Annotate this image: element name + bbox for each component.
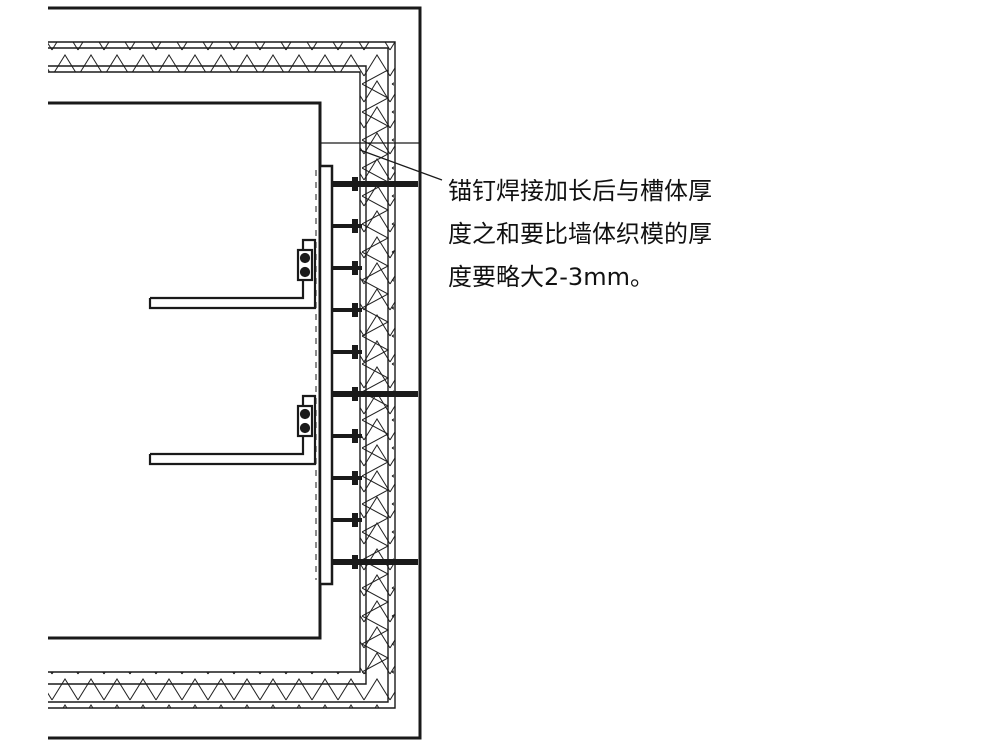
anchor-stud-head [352,429,358,443]
anchor-stud-head [352,555,358,569]
anchor-stud-head [352,177,358,191]
annotation-line-2: 度之和要比墙体织模的厚 [448,220,712,248]
embedded-steel-plate [318,164,334,586]
anchor-stud-head [352,513,358,527]
anchor-stud-head [352,219,358,233]
annotation-line-3: 度要略大2-3mm。 [448,263,654,291]
anchor-stud-head [352,471,358,485]
annotation-leader-line [320,142,443,181]
anchor-stud-head [352,261,358,275]
anchor-studs [332,177,418,569]
outer-wall-outline [48,6,422,740]
anchor-stud-head [352,303,358,317]
inner-box-outline [48,101,322,640]
lower-angle-bracket [148,394,317,466]
upper-angle-bracket [148,238,317,310]
annotation-line-1: 锚钉焊接加长后与槽体厚 [448,177,712,205]
annotation-note: 锚钉焊接加长后与槽体厚 度之和要比墙体织模的厚 度要略大2-3mm。 [448,170,768,299]
anchor-stud-head [352,345,358,359]
anchor-stud-head [352,387,358,401]
insulation-layer [48,41,396,709]
